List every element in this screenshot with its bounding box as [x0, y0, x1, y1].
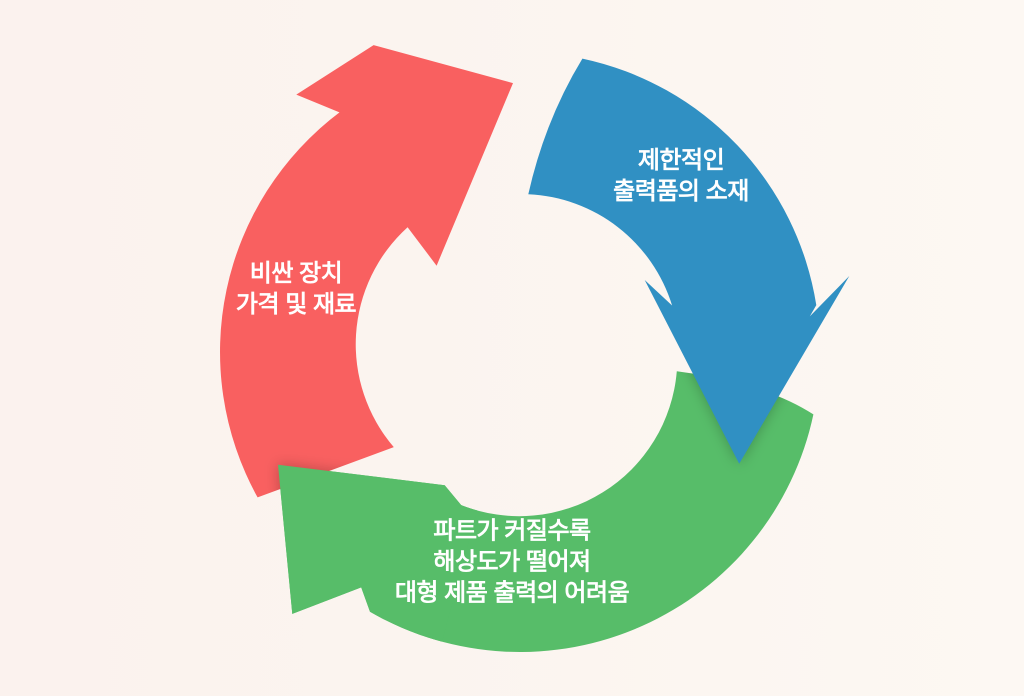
label-line: 가격 및 재료: [235, 291, 357, 318]
label-line: 대형 제품 출력의 어려움: [394, 579, 630, 607]
label-line: 해상도가 떨어져: [433, 548, 591, 576]
arrow-label-large-part-resolution: 파트가 커질수록 해상도가 떨어져 대형 제품 출력의 어려움: [394, 516, 630, 609]
label-line: 파트가 커질수록: [433, 517, 591, 545]
label-line: 출력품의 소재: [613, 178, 749, 205]
label-line: 제한적인: [637, 147, 725, 174]
arrow-label-expensive-device: 비싼 장치 가격 및 재료: [235, 258, 357, 320]
arrow-label-limited-materials: 제한적인 출력품의 소재: [613, 145, 749, 207]
label-line: 비싼 장치: [249, 260, 343, 287]
